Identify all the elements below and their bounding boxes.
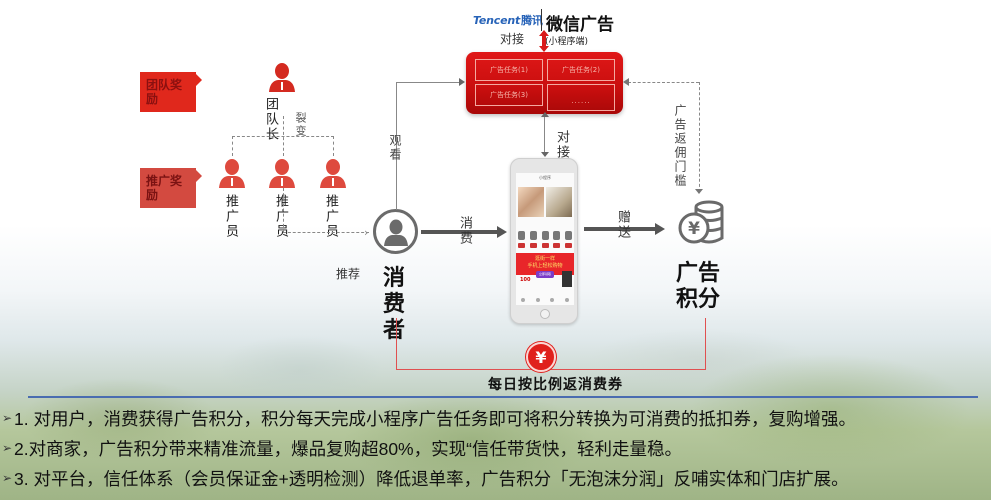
dock-arrowhead-up-icon bbox=[541, 112, 549, 117]
screen-category-icons bbox=[518, 243, 572, 251]
svg-text:¥: ¥ bbox=[688, 219, 700, 239]
qr-code-icon bbox=[562, 271, 572, 287]
divider-rule bbox=[28, 396, 978, 398]
user-icon bbox=[383, 219, 408, 246]
commission-arrowhead-down-icon bbox=[695, 189, 703, 194]
screen-banner: 逛街一样 手机上轻松购物 立即领取 bbox=[516, 253, 574, 278]
dock-label-top: 对接 bbox=[500, 32, 525, 46]
watch-connector bbox=[396, 82, 397, 210]
ad-task-cell: 广告任务(2) bbox=[547, 59, 615, 81]
mini-program-subtitle: (小程序端) bbox=[545, 37, 589, 47]
bullet-arrow-icon: ➢ bbox=[1, 411, 13, 425]
voucher-label: 每日按比例返消费券 bbox=[488, 377, 623, 393]
phone-mockup: 小程序 逛街一样 手机上轻松购物 立即领取 100 bbox=[510, 158, 578, 324]
team-reward-pointer bbox=[196, 74, 202, 86]
consume-label: 消费 bbox=[457, 216, 472, 246]
commission-arrowhead-icon bbox=[623, 78, 629, 86]
team-leader-label: 团队长 bbox=[263, 97, 278, 142]
dock-arrowhead-down-icon bbox=[541, 152, 549, 157]
commission-connector bbox=[699, 82, 700, 192]
recommend-connector bbox=[283, 188, 284, 232]
screen-photo bbox=[518, 187, 544, 217]
consumer-avatar bbox=[373, 209, 418, 254]
promo-reward-tag: 推广奖励 bbox=[140, 168, 196, 208]
promoter-icon bbox=[320, 159, 346, 188]
tree-connector bbox=[333, 136, 334, 156]
summary-list: ➢ 1. 对用户，消费获得广告积分，积分每天完成小程序广告任务即可将积分转换为可… bbox=[0, 403, 991, 493]
tencent-logo: Tencent腾讯 bbox=[473, 14, 543, 27]
promoter-icon bbox=[269, 159, 295, 188]
recommend-connector bbox=[283, 232, 369, 233]
gift-arrowhead-icon bbox=[655, 223, 665, 235]
voucher-return-connector bbox=[396, 318, 706, 370]
commission-connector bbox=[628, 82, 699, 83]
consumer-title: 消费者 bbox=[383, 266, 406, 343]
ad-task-cell: 广告任务(1) bbox=[475, 59, 543, 81]
promoter-label: 推广员 bbox=[323, 194, 338, 239]
promoter-label: 推广员 bbox=[273, 194, 288, 239]
ad-task-panel: 广告任务(1) 广告任务(2) 广告任务(3) ...... bbox=[466, 52, 623, 114]
tree-connector bbox=[283, 116, 284, 156]
screen-price: 100 bbox=[520, 277, 531, 283]
double-arrow-icon bbox=[539, 30, 549, 52]
ad-points-title: 广告积分 bbox=[676, 261, 721, 312]
commission-label: 广告返佣门槛 bbox=[673, 104, 687, 188]
recommend-arrowhead-icon: › bbox=[364, 226, 369, 239]
screen-header: 小程序 bbox=[539, 175, 551, 180]
summary-item-merchant: ➢ 2.对商家，广告积分带来精准流量，爆品复购超80%，实现“信任带货快，轻利走… bbox=[1, 438, 682, 459]
consume-arrowhead-icon bbox=[497, 226, 507, 238]
watch-connector bbox=[396, 82, 462, 83]
watch-arrowhead-icon bbox=[459, 78, 465, 86]
gift-label: 赠送 bbox=[615, 210, 630, 240]
screen-photo bbox=[546, 187, 572, 217]
ad-task-cell-more: ...... bbox=[547, 84, 615, 111]
consume-arrow bbox=[421, 230, 499, 234]
yen-icon: ¥ bbox=[526, 342, 556, 372]
gift-arrow bbox=[584, 227, 656, 231]
watch-label: 观看 bbox=[388, 134, 402, 162]
mini-program-screen: 小程序 逛街一样 手机上轻松购物 立即领取 100 bbox=[516, 173, 574, 305]
bullet-arrow-icon: ➢ bbox=[1, 441, 13, 455]
promo-reward-pointer bbox=[196, 170, 202, 182]
summary-item-user: ➢ 1. 对用户，消费获得广告积分，积分每天完成小程序广告任务即可将积分转换为可… bbox=[1, 408, 856, 429]
recommend-label: 推荐 bbox=[336, 267, 361, 281]
coin-stack-icon: ¥ bbox=[678, 200, 724, 244]
screen-bottom-nav bbox=[516, 295, 574, 305]
team-reward-tag: 团队奖励 bbox=[140, 72, 196, 112]
promoter-icon bbox=[219, 159, 245, 188]
team-leader-icon bbox=[269, 63, 295, 92]
ad-task-cell: 广告任务(3) bbox=[475, 84, 543, 106]
summary-item-platform: ➢ 3. 对平台，信任体系（会员保证金+透明检测）降低退单率，广告积分「无泡沫分… bbox=[1, 468, 849, 489]
dock-connector bbox=[544, 116, 545, 154]
promoter-label: 推广员 bbox=[223, 194, 238, 239]
logo-divider bbox=[541, 9, 542, 31]
fission-label: 裂变 bbox=[294, 112, 307, 138]
bullet-arrow-icon: ➢ bbox=[1, 471, 13, 485]
wechat-ad-title: 微信广告 bbox=[546, 15, 614, 35]
screen-category-icons bbox=[518, 231, 572, 249]
tree-connector bbox=[232, 136, 233, 156]
phone-home-button bbox=[540, 309, 550, 319]
dock-label: 对接 bbox=[554, 130, 569, 160]
